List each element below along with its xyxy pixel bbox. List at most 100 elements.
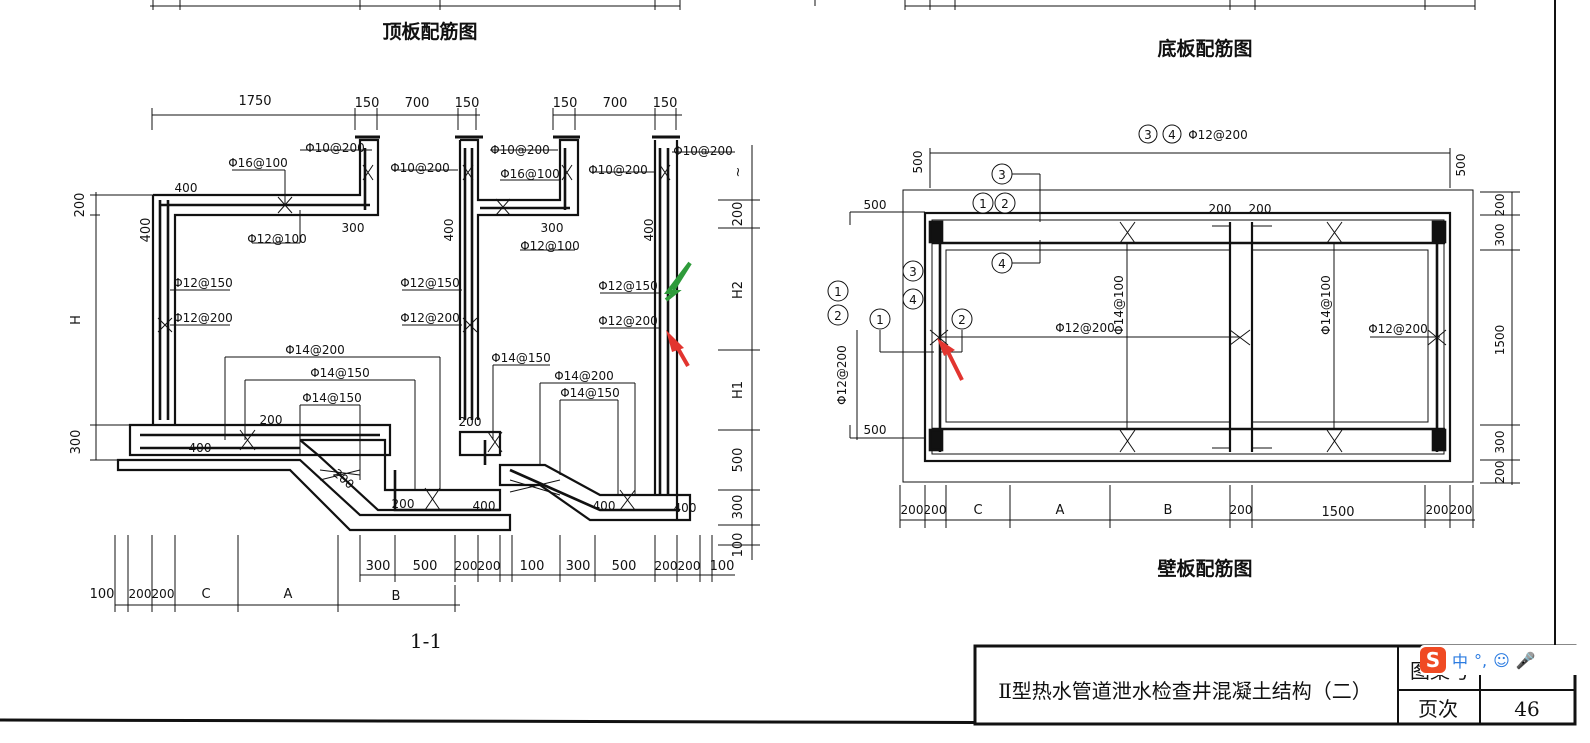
ime-chinese-mode[interactable]: 中 (1452, 652, 1469, 671)
ime-logo-icon[interactable]: S (1420, 647, 1446, 673)
dim-top-150d: 150 (653, 96, 678, 111)
rebar-top-5: Φ10@200 (673, 144, 733, 158)
dim-b1-200d: 200 (678, 559, 701, 573)
ime-microphone-icon[interactable]: 🎤 (1515, 650, 1536, 670)
plan-bar-1: Φ12@200 (1055, 321, 1115, 335)
plan-bar-4: Φ12@200 (1368, 322, 1428, 336)
plan-bottom-dim-b: B (1164, 503, 1173, 518)
dim-top-150c: 150 (553, 96, 578, 111)
dim-top-150a: 150 (355, 96, 380, 111)
rebar-base-5: Φ14@200 (554, 369, 614, 383)
dim-b1-200a: 200 (455, 559, 478, 573)
dim-inner-200e: 400 (593, 499, 616, 513)
dim-top-700a: 700 (405, 96, 430, 111)
page-value: 46 (1514, 697, 1539, 721)
dim-top-1750: 1750 (238, 94, 271, 109)
plan-bar-2: Φ14@100 (1112, 275, 1126, 335)
dim-left-300: 300 (69, 430, 84, 455)
plan-bar-3: Φ14@100 (1319, 275, 1333, 335)
plan-center-dim-a: 200 (1209, 202, 1232, 216)
dim-b2-c: C (201, 587, 210, 602)
ime-emoji-icon[interactable]: ☺ (1493, 650, 1510, 670)
plan-marker-3-top: 3 (1144, 128, 1152, 142)
dim-left-200: 200 (73, 193, 88, 218)
plan-marker-4-top: 4 (1168, 128, 1176, 142)
dim-inner-400d: 400 (189, 441, 212, 455)
dim-b1-500b: 500 (612, 559, 637, 574)
dim-inner-400b: 400 (442, 219, 456, 242)
dim-right-break: ~ (731, 167, 746, 178)
rebar-wall-3: Φ12@150 (400, 276, 460, 290)
rebar-top-2: Φ10@200 (390, 161, 450, 175)
top-remnant-dimensions (150, 0, 1476, 10)
plan-marker-4: 4 (998, 257, 1006, 271)
dim-b1-100a: 100 (520, 559, 545, 574)
wall-slab-title: 壁板配筋图 (1157, 557, 1252, 580)
dim-left-h: H (69, 315, 84, 325)
dim-b2-a: A (284, 587, 293, 602)
rebar-base-6: Φ14@150 (560, 386, 620, 400)
plan-bottom-dim-1500: 1500 (1321, 505, 1354, 520)
dim-right-h1: H1 (731, 381, 746, 399)
plan-marker-4-left: 4 (909, 293, 917, 307)
dim-b1-200b: 200 (478, 559, 501, 573)
page-label: 页次 (1418, 697, 1458, 721)
plan-bottom-dim-200b: 200 (924, 503, 947, 517)
dim-inner-200c: 200 (459, 415, 482, 429)
dim-right-h2: H2 (731, 281, 746, 299)
plan-right-dim-4: 300 (1493, 431, 1507, 454)
plan-marker-1-far: 1 (834, 285, 842, 299)
plan-right-dim-3: 1500 (1493, 325, 1507, 356)
plan-top-rebar: Φ12@200 (1188, 128, 1248, 142)
plan-top-dim-left: 500 (911, 151, 925, 174)
dim-inner-400f: 400 (674, 501, 697, 515)
plan-bottom-dim-200d: 200 (1426, 503, 1449, 517)
red-arrow-head-icon (666, 330, 684, 352)
top-slab-title: 顶板配筋图 (382, 20, 477, 43)
plan-top-dim-right: 500 (1454, 154, 1468, 177)
plan-left-rebar: Φ12@200 (835, 345, 849, 405)
plan-bottom-dim-200c: 200 (1230, 503, 1253, 517)
dim-b1-500a: 500 (413, 559, 438, 574)
plan-left-dim-bottom: 500 (864, 423, 887, 437)
dim-top-700b: 700 (603, 96, 628, 111)
plan-right-dim-1: 200 (1493, 194, 1507, 217)
dim-inner-300a: 300 (342, 221, 365, 235)
dim-inner-200d: 200 (392, 497, 415, 511)
dim-inner-200a: 200 (260, 413, 283, 427)
rebar-base-2: Φ14@150 (310, 366, 370, 380)
dim-left-400: 400 (139, 218, 154, 243)
plan-marker-3-left: 3 (909, 265, 917, 279)
rebar-wall-6: Φ12@200 (598, 314, 658, 328)
ime-toolbar[interactable]: S 中 °, ☺ 🎤 (1420, 645, 1590, 675)
rebar-top-4: Φ10@200 (588, 163, 648, 177)
plan-left-dim-top: 500 (864, 198, 887, 212)
dim-inner-300b: 300 (541, 221, 564, 235)
dim-inner-400c: 400 (642, 219, 656, 242)
plan-marker-2: 2 (1001, 197, 1009, 211)
rebar-base-1: Φ14@200 (285, 343, 345, 357)
dim-inner-400e: 400 (473, 499, 496, 513)
plan-bottom-dim-200a: 200 (901, 503, 924, 517)
dim-b1-100b: 100 (710, 559, 735, 574)
rebar-wall-2: Φ12@200 (173, 311, 233, 325)
rebar-top-3: Φ10@200 (490, 143, 550, 157)
rebar-wall-4: Φ12@200 (400, 311, 460, 325)
plan-marker-3: 3 (998, 168, 1006, 182)
plan-right-dim-5: 200 (1493, 461, 1507, 484)
plan-bottom-dim-200e: 200 (1450, 503, 1473, 517)
bottom-slab-title: 底板配筋图 (1157, 37, 1252, 60)
rebar-top-1: Φ10@200 (305, 141, 365, 155)
plan-bottom-dim-a: A (1056, 503, 1065, 518)
dim-inner-400a: 400 (175, 181, 198, 195)
dim-b1-300a: 300 (366, 559, 391, 574)
rebar-slab-1: Φ16@100 (228, 156, 288, 170)
rebar-wall-5: Φ12@150 (598, 279, 658, 293)
plan-drawing: 3 4 Φ12@200 500 500 (827, 124, 1520, 528)
green-arrow-icon (663, 261, 692, 302)
ime-punctuation[interactable]: °, (1474, 650, 1488, 670)
plan-bottom-dim-c: C (973, 503, 982, 518)
dim-b2-b: B (392, 589, 401, 604)
section-title: 1-1 (410, 629, 442, 653)
